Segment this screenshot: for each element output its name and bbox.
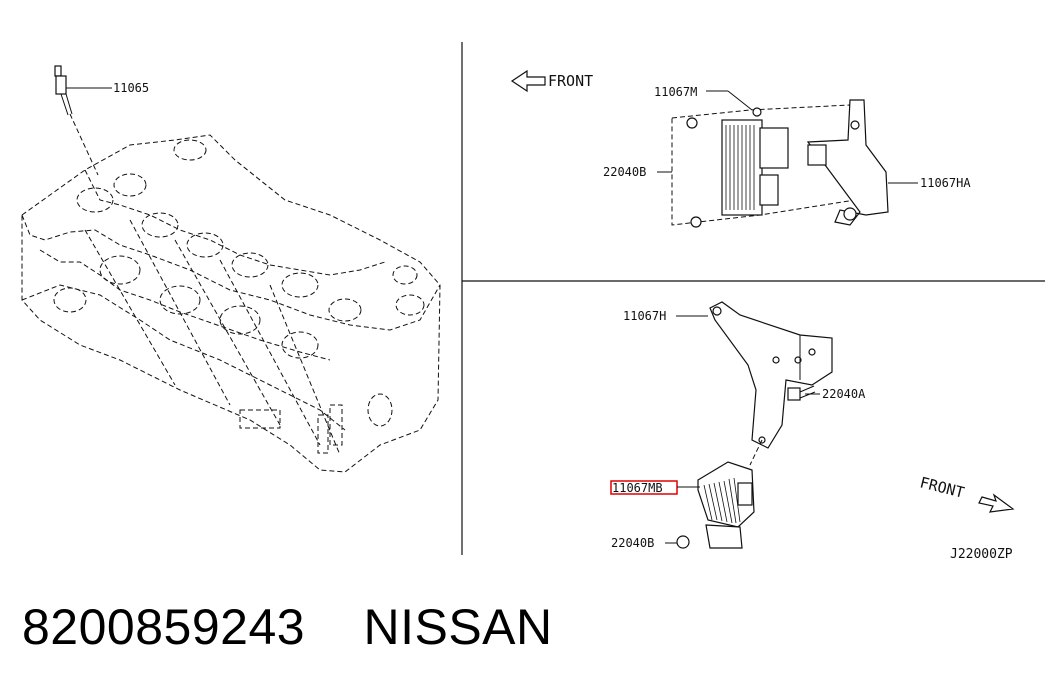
arrow-right-icon xyxy=(978,493,1015,513)
front-label-top: FRONT xyxy=(548,72,593,90)
label-11067m[interactable]: 11067M xyxy=(654,85,697,99)
label-11067h[interactable]: 11067H xyxy=(623,309,666,323)
screw-icon xyxy=(690,216,702,228)
module-bottom-illustration xyxy=(676,461,755,549)
label-11067ha[interactable]: 11067HA xyxy=(920,176,971,190)
label-22040a[interactable]: 22040A xyxy=(822,387,866,401)
cylinder-head-illustration: 11065 xyxy=(21,65,441,473)
front-indicator-bottom: FRONT xyxy=(918,473,1015,513)
brand-name: NISSAN xyxy=(363,599,553,655)
screw-icon xyxy=(752,107,762,117)
part-number: 8200859243 xyxy=(22,599,306,655)
label-22040b-bottom[interactable]: 22040B xyxy=(611,536,654,550)
bracket-bottom-illustration xyxy=(709,301,833,449)
diagram-code: J22000ZP xyxy=(950,547,1013,562)
screw-icon xyxy=(676,535,690,549)
bolt-icon xyxy=(787,385,816,401)
label-11067mb[interactable]: 11067MB xyxy=(612,481,663,495)
screw-icon xyxy=(686,117,698,129)
label-11065[interactable]: 11065 xyxy=(113,81,149,95)
label-22040b-top[interactable]: 22040B xyxy=(603,165,646,179)
front-indicator-top: FRONT xyxy=(510,69,593,93)
arrow-left-icon xyxy=(510,69,546,93)
module-top-illustration xyxy=(671,99,889,228)
footer: 8200859243 NISSAN xyxy=(22,598,553,656)
spark-plug-icon xyxy=(54,65,73,116)
front-label-bottom: FRONT xyxy=(918,473,966,501)
